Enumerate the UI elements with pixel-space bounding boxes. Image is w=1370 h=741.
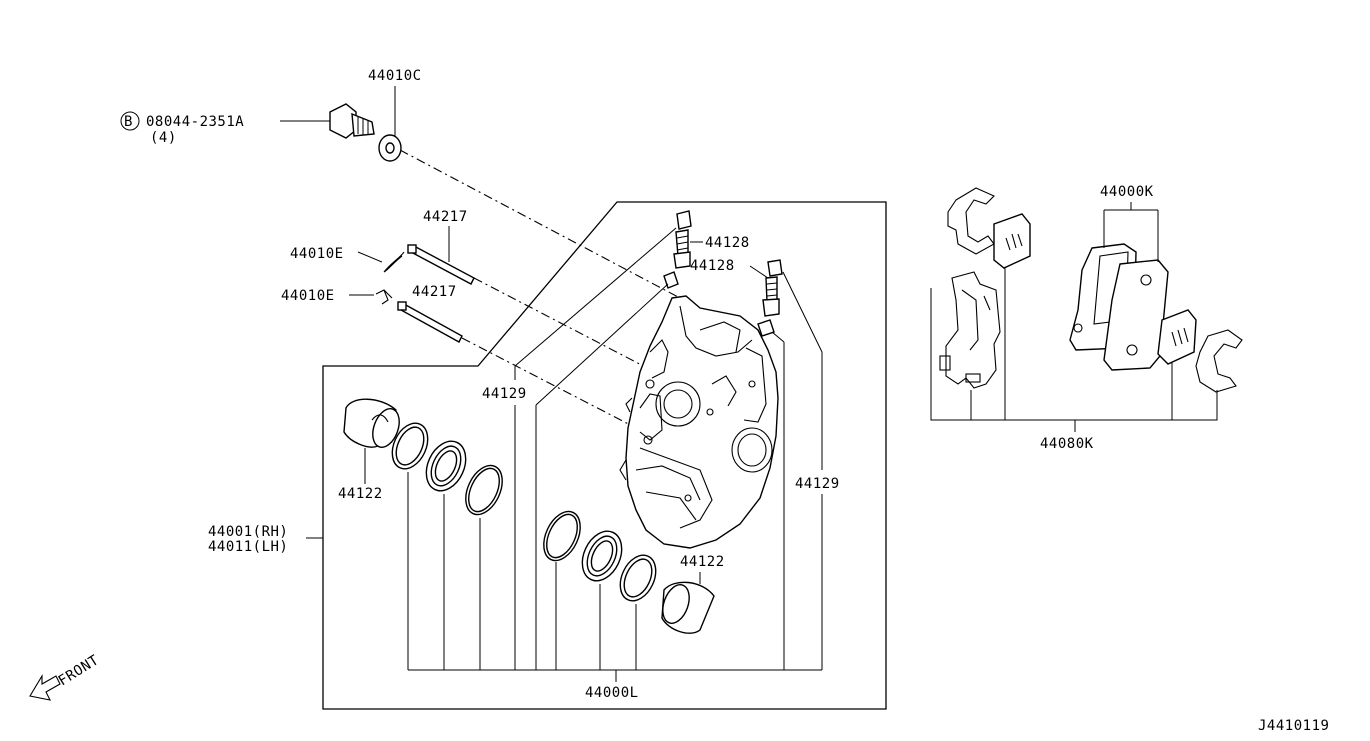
bleeder-cap-44129-right	[767, 259, 783, 277]
label-44000K: 44000K	[1100, 184, 1154, 200]
label-44217-upper: 44217	[423, 209, 468, 225]
front-label: FRONT	[56, 652, 102, 689]
caliper-housing	[619, 295, 779, 549]
label-44001-rh: 44001(RH)	[208, 524, 288, 540]
caliper-assembly-frame	[322, 201, 887, 710]
label-44010E-upper: 44010E	[290, 246, 344, 262]
piston-seal-left	[465, 464, 503, 516]
pad-shim-left	[993, 213, 1031, 269]
bleeder-screw-44128-left	[673, 229, 691, 269]
dust-seal-left	[391, 422, 429, 470]
label-44129-left: 44129	[482, 386, 527, 402]
clip-44010E-upper	[383, 251, 405, 273]
bleeder-cap-44129-left	[676, 210, 692, 230]
label-44010C: 44010C	[368, 68, 422, 84]
boot-left	[425, 440, 467, 492]
bleeder-screw-44128-right	[757, 276, 780, 337]
label-44217-lower: 44217	[412, 284, 457, 300]
assembly-guide-lines	[399, 149, 681, 431]
boot-right	[581, 530, 623, 582]
dust-seal-right	[619, 554, 657, 602]
label-bolt-quantity: (4)	[150, 130, 177, 146]
piston-seal-right	[543, 510, 581, 562]
front-arrow-icon	[29, 674, 61, 701]
piston-44122-right	[661, 581, 715, 634]
label-44080K: 44080K	[1040, 436, 1094, 452]
label-44122-right: 44122	[680, 554, 725, 570]
piston-44122-left	[343, 398, 400, 448]
label-44011-lh: 44011(LH)	[208, 539, 288, 555]
bolt-08044-2351A	[329, 103, 375, 139]
pad-shim-right	[1157, 309, 1197, 365]
label-44122-left: 44122	[338, 486, 383, 502]
bolt-symbol-circle	[120, 111, 140, 131]
label-44128-lower: 44128	[690, 258, 735, 274]
label-44129-right: 44129	[795, 476, 840, 492]
pad-spring-clip-right	[1195, 329, 1243, 393]
clip-44010E-lower	[375, 289, 393, 305]
brake-pad-44000K	[1069, 243, 1169, 371]
pin-44217-upper	[407, 244, 475, 285]
pin-44217-lower	[397, 301, 463, 343]
label-08044-2351A: 08044-2351A	[146, 114, 244, 130]
bolt-symbol: B	[124, 114, 133, 130]
label-44128-upper: 44128	[705, 235, 750, 251]
pad-spring-clip-left	[947, 187, 995, 255]
pad-retainer-left	[939, 271, 1001, 389]
washer-44010C	[378, 134, 402, 162]
label-44000L: 44000L	[585, 685, 639, 701]
pad-kit-bracket	[930, 260, 1218, 432]
diagram-id: J4410119	[1258, 718, 1329, 734]
seal-kit-bracket	[407, 405, 822, 682]
label-44010E-lower: 44010E	[281, 288, 335, 304]
